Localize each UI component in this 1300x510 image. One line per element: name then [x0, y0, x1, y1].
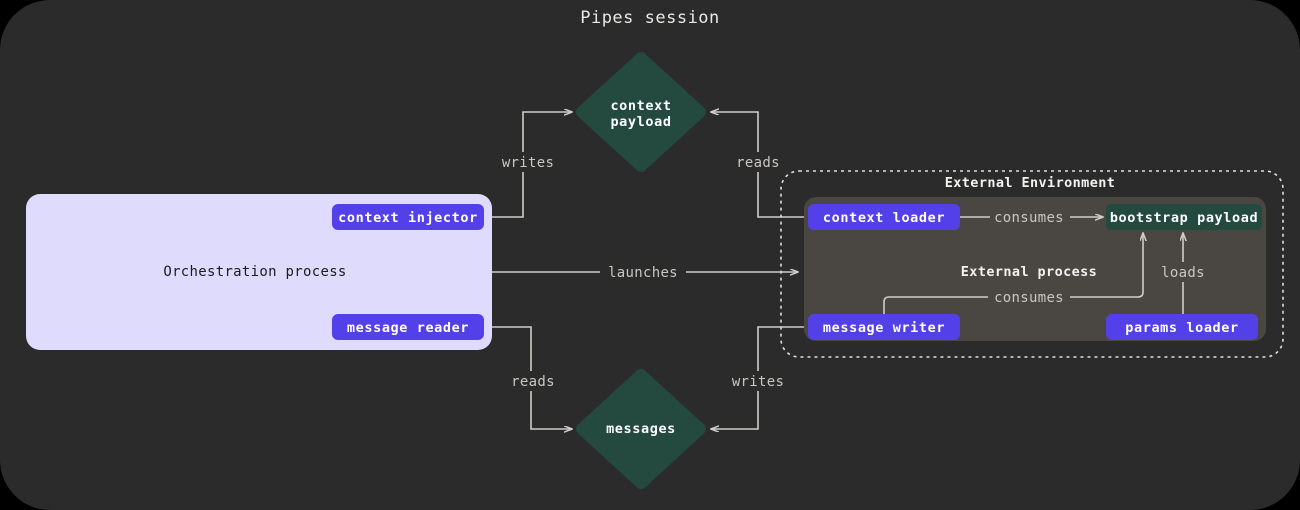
orchestration-process-box: [26, 194, 492, 350]
node-label-context-loader: context loader: [823, 210, 945, 226]
node-context-injector[interactable]: context injector: [332, 204, 484, 230]
edge-reads-context: reads: [711, 112, 808, 218]
edge-label-consumes-message-writer: consumes: [994, 290, 1064, 306]
orchestration-process-label: Orchestration process: [163, 264, 346, 280]
edge-label-reads-context: reads: [736, 155, 780, 171]
edge-writes-messages: writes: [711, 326, 808, 429]
node-label-message-writer: message writer: [823, 320, 945, 336]
external-environment-label: External Environment: [945, 175, 1116, 191]
node-bootstrap-payload[interactable]: bootstrap payload: [1106, 204, 1262, 230]
node-label-bootstrap-payload: bootstrap payload: [1110, 210, 1258, 226]
edge-reads-messages: reads: [492, 326, 572, 429]
edge-label-reads-messages: reads: [511, 374, 555, 390]
edge-consumes-context-loader: consumes: [960, 207, 1103, 227]
node-label-message-reader: message reader: [347, 320, 469, 336]
node-context-loader[interactable]: context loader: [808, 204, 960, 230]
edge-label-consumes-context-loader: consumes: [994, 210, 1064, 226]
edge-consumes-message-writer: consumes: [883, 233, 1143, 315]
edge-label-writes-messages: writes: [732, 374, 784, 390]
node-message-writer[interactable]: message writer: [808, 314, 960, 340]
node-label-context-injector: context injector: [338, 210, 478, 226]
node-message-reader[interactable]: message reader: [332, 314, 484, 340]
external-environment-border: [780, 170, 1284, 358]
node-label-context-payload-line2: payload: [610, 114, 671, 130]
node-messages[interactable]: messages: [576, 369, 706, 489]
edge-label-writes-context: writes: [502, 155, 554, 171]
edge-loads: loads: [1157, 233, 1209, 315]
edge-writes-context: writes: [492, 112, 572, 218]
node-context-payload[interactable]: context payload: [576, 52, 706, 172]
node-label-messages: messages: [606, 421, 676, 437]
node-label-context-payload-line1: context: [610, 98, 671, 114]
external-process-box: [804, 197, 1266, 341]
edge-label-loads: loads: [1161, 265, 1205, 281]
external-process-label: External process: [961, 264, 1097, 280]
edge-launches: launches: [492, 262, 798, 282]
page-title: Pipes session: [580, 8, 720, 28]
node-params-loader[interactable]: params loader: [1106, 314, 1258, 340]
node-label-params-loader: params loader: [1125, 320, 1238, 336]
edge-label-launches: launches: [608, 265, 678, 281]
